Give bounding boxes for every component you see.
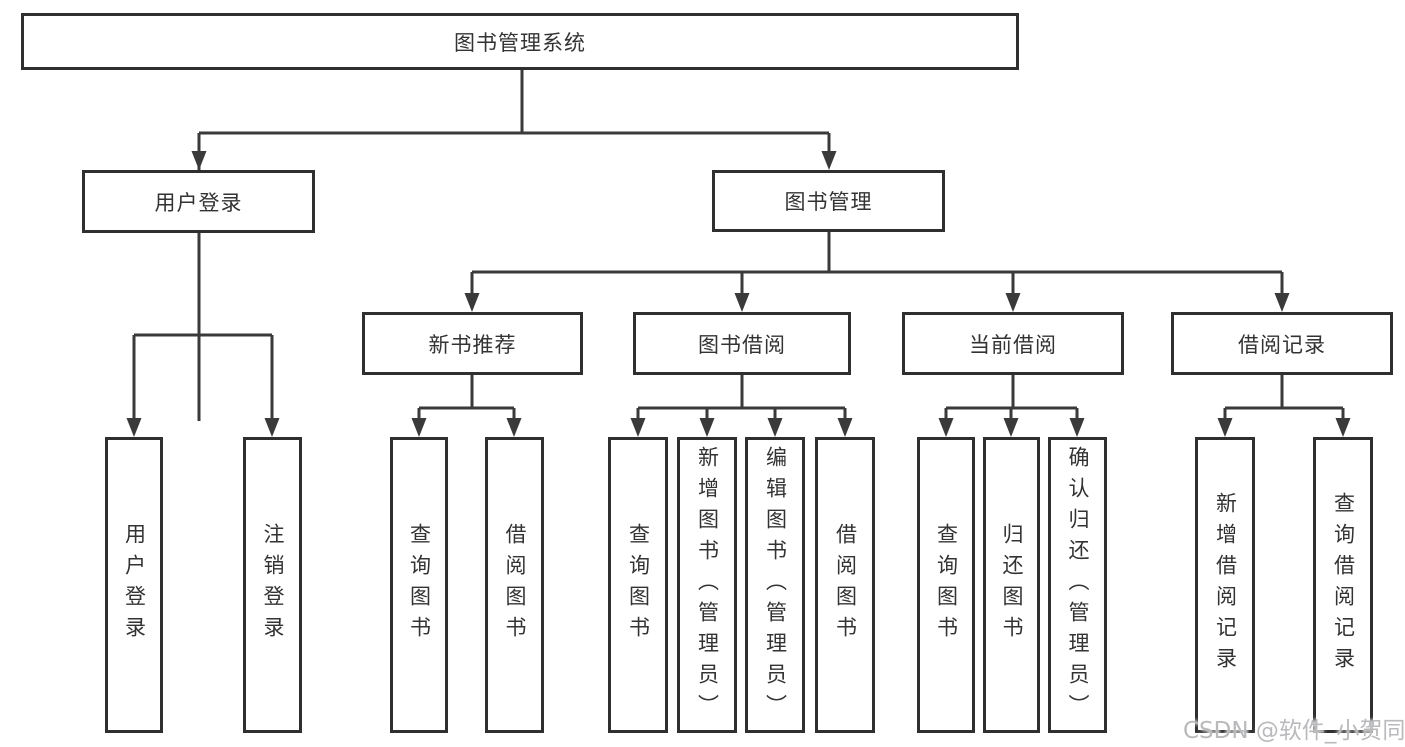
- node-borrow-record: 借阅记录: [1171, 312, 1393, 375]
- leaf-return-book: 归还图书: [983, 437, 1040, 733]
- node-user-login: 用户登录: [82, 170, 315, 233]
- node-current-borrow-label: 当前借阅: [969, 332, 1057, 357]
- leaf-add-borrow-record: 新增借阅记录: [1195, 437, 1255, 733]
- connector-user-login-to-leaves: [126, 233, 280, 437]
- node-new-book-recommend: 新书推荐: [362, 312, 583, 375]
- leaf-add-book-admin: 新增图书（管理员）: [677, 437, 737, 733]
- connector-borrow-record-to-leaves: [1217, 375, 1351, 437]
- leaf-borrow-book-recommend-label: 借阅图书: [503, 523, 527, 647]
- node-current-borrow: 当前借阅: [902, 312, 1124, 375]
- leaf-add-book-admin-label: 新增图书（管理员）: [695, 445, 720, 725]
- leaf-borrow-book-label: 借阅图书: [833, 523, 858, 647]
- leaf-query-book-current: 查询图书: [917, 437, 975, 733]
- leaf-confirm-return-admin: 确认归还（管理员）: [1048, 437, 1107, 733]
- leaf-borrow-book-recommend: 借阅图书: [485, 437, 544, 733]
- node-root-system-label: 图书管理系统: [454, 30, 586, 55]
- leaf-edit-book-admin-label: 编辑图书（管理员）: [763, 445, 788, 725]
- node-book-borrow-label: 图书借阅: [698, 332, 786, 357]
- node-book-borrow: 图书借阅: [633, 312, 851, 375]
- leaf-edit-book-admin: 编辑图书（管理员）: [745, 437, 805, 733]
- node-root-system: 图书管理系统: [21, 13, 1019, 70]
- node-user-login-label: 用户登录: [154, 190, 243, 215]
- leaf-borrow-book: 借阅图书: [815, 437, 875, 733]
- leaf-query-borrow-record: 查询借阅记录: [1313, 437, 1373, 733]
- node-borrow-record-label: 借阅记录: [1238, 332, 1326, 357]
- connector-book-management-to-level3: [464, 232, 1290, 312]
- leaf-query-borrow-record-label: 查询借阅记录: [1331, 492, 1356, 678]
- node-book-management-label: 图书管理: [784, 190, 873, 214]
- csdn-watermark: CSDN @软件_小贺同学: [1183, 718, 1405, 744]
- leaf-query-book-recommend-label: 查询图书: [407, 523, 432, 647]
- leaf-query-book-recommend: 查询图书: [390, 437, 448, 733]
- node-book-management: 图书管理: [712, 170, 945, 232]
- leaf-query-book-current-label: 查询图书: [934, 523, 959, 647]
- leaf-query-book-borrow: 查询图书: [608, 437, 668, 733]
- leaf-query-book-borrow-label: 查询图书: [626, 523, 651, 647]
- connector-book-borrow-to-leaves: [630, 375, 853, 437]
- leaf-logout-label: 注销登录: [261, 523, 285, 647]
- node-new-book-recommend-label: 新书推荐: [428, 332, 517, 357]
- leaf-user-login-label: 用户登录: [122, 523, 147, 647]
- leaf-return-book-label: 归还图书: [1000, 523, 1024, 647]
- connector-current-borrow-to-leaves: [938, 375, 1085, 437]
- leaf-user-login: 用户登录: [105, 437, 163, 733]
- connector-new-book-recommend-to-leaves: [411, 375, 522, 437]
- leaf-add-borrow-record-label: 新增借阅记录: [1213, 492, 1238, 678]
- leaf-confirm-return-admin-label: 确认归还（管理员）: [1066, 445, 1090, 725]
- leaf-logout: 注销登录: [243, 437, 302, 733]
